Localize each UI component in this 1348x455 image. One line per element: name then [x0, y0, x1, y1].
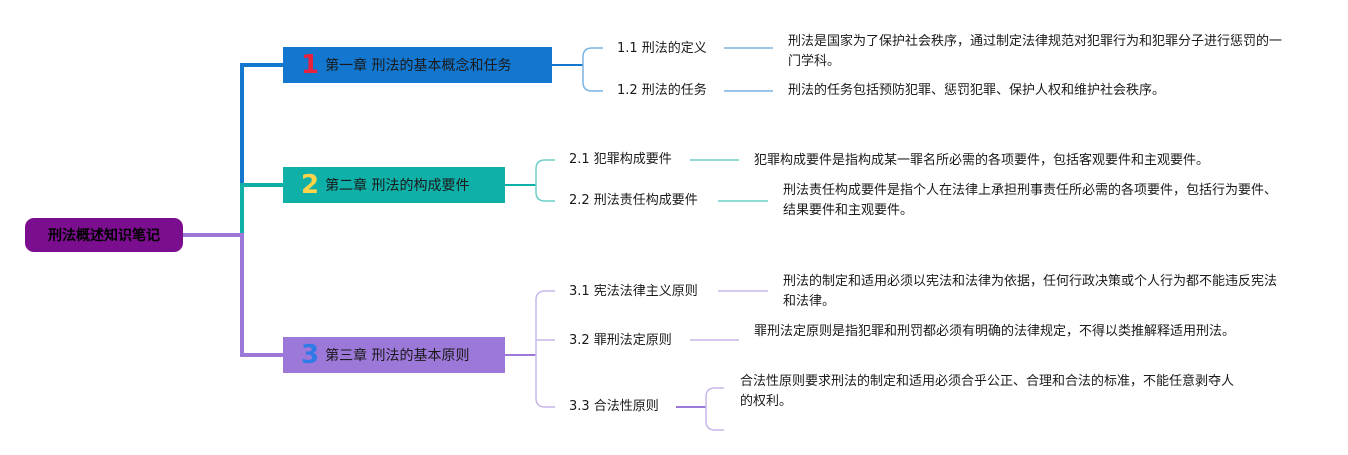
section-3-2-node[interactable]: 3.2 罪刑法定原则	[569, 333, 672, 348]
section-1-1-description: 刑法是国家为了保护社会秩序，通过制定法律规范对犯罪行为和犯罪分子进行惩罚的一门学…	[788, 34, 1283, 69]
section-2-2-node[interactable]: 2.2 刑法责任构成要件	[569, 193, 698, 208]
chapter-1-title: 第一章 刑法的基本概念和任务	[325, 58, 512, 74]
chapter-3-node[interactable]: 3 第三章 刑法的基本原则	[283, 337, 505, 373]
section-2-1-node[interactable]: 2.1 犯罪构成要件	[569, 152, 672, 167]
root-title: 刑法概述知识笔记	[48, 228, 160, 244]
section-2-2-description: 刑法责任构成要件是指个人在法律上承担刑事责任所必需的各项要件，包括行为要件、结果…	[783, 183, 1278, 218]
section-2-1-description: 犯罪构成要件是指构成某一罪名所必需的各项要件，包括客观要件和主观要件。	[754, 153, 1210, 168]
chapter-2-number-icon: 2	[301, 170, 320, 200]
section-3-3-node[interactable]: 3.3 合法性原则	[569, 399, 659, 414]
chapter-1-node[interactable]: 1 第一章 刑法的基本概念和任务	[283, 47, 552, 83]
chapter-2-node[interactable]: 2 第二章 刑法的构成要件	[283, 167, 505, 203]
section-3-2-description: 罪刑法定原则是指犯罪和刑罚都必须有明确的法律规定，不得以类推解释适用刑法。	[754, 324, 1236, 339]
chapter-2-title: 第二章 刑法的构成要件	[325, 178, 470, 194]
section-3-3-description: 合法性原则要求刑法的制定和适用必须合乎公正、合理和合法的标准，不能任意剥夺人的权…	[740, 374, 1235, 409]
branch-line-chapter-3	[183, 233, 283, 357]
branch-line-chapter-2	[183, 183, 283, 237]
section-3-1-node[interactable]: 3.1 宪法法律主义原则	[569, 284, 698, 299]
branch-line-chapter-1	[183, 63, 283, 237]
section-1-1-node[interactable]: 1.1 刑法的定义	[617, 41, 707, 56]
section-1-2-node[interactable]: 1.2 刑法的任务	[617, 83, 707, 98]
chapter-3-title: 第三章 刑法的基本原则	[325, 348, 470, 364]
section-1-2-description: 刑法的任务包括预防犯罪、惩罚犯罪、保护人权和维护社会秩序。	[788, 83, 1166, 98]
chapter-3-number-icon: 3	[301, 340, 320, 370]
root-node[interactable]: 刑法概述知识笔记	[25, 218, 183, 252]
chapter-1-number-icon: 1	[301, 50, 320, 80]
section-3-1-description: 刑法的制定和适用必须以宪法和法律为依据，任何行政决策或个人行为都不能违反宪法和法…	[783, 274, 1278, 309]
